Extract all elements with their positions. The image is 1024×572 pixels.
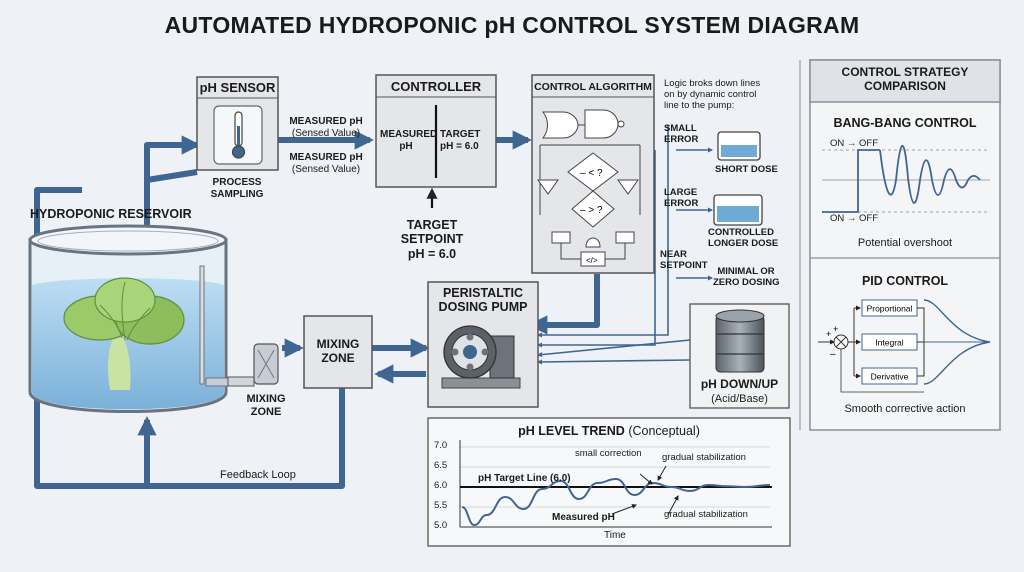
decision-less-label: – < ?	[580, 168, 603, 179]
pipe-network	[34, 130, 600, 489]
target-line-label: pH Target Line (6.0)	[478, 473, 571, 484]
controller-title: CONTROLLER	[390, 79, 482, 94]
pump-icon	[441, 325, 521, 389]
measured-ph-label: Measured pH	[552, 512, 615, 523]
on-off-top: ON → OFF	[830, 138, 879, 149]
logic-flowchart	[537, 109, 641, 267]
pid-integral-label: Integral	[875, 338, 903, 348]
pid-derivative-label: Derivative	[871, 372, 909, 382]
control-lines	[536, 125, 714, 365]
bang-bang-caption: Potential overshoot	[857, 237, 953, 249]
pid-block-diagram	[818, 299, 991, 393]
pid-caption: Smooth corrective action	[844, 403, 966, 415]
pid-title: PID CONTROL	[861, 274, 949, 288]
annotation-small-correction: small correction	[575, 448, 642, 459]
trend-title: pH LEVEL TREND (Conceptual)	[518, 424, 700, 438]
pipe-feedback-loop	[34, 187, 345, 489]
annotation-gradual-top: gradual stabilization	[662, 452, 746, 463]
lettuce-plant-icon	[63, 277, 185, 390]
y-tick-6-0: 6.0	[434, 480, 448, 491]
trend-chart	[459, 440, 772, 528]
short-dose-icon	[717, 131, 761, 161]
hydroponic-reservoir	[28, 224, 229, 413]
y-tick-6-5: 6.5	[434, 460, 448, 471]
bang-bang-plot	[822, 145, 990, 213]
mixing-zone-fitting	[227, 343, 279, 387]
y-tick-5-5: 5.5	[434, 500, 448, 511]
strategy-header	[809, 59, 1001, 103]
algorithm-title: CONTROL ALGORITHM	[534, 81, 652, 93]
measured-ph-line	[461, 477, 771, 527]
on-off-bottom: ON → OFF	[830, 213, 879, 224]
pipe-algorithm-to-pump	[528, 274, 600, 335]
tank-label: pH DOWN/UP(Acid/Base)	[700, 377, 779, 405]
y-tick-7-0: 7.0	[434, 440, 448, 451]
page-title: AUTOMATED HYDROPONIC pH CONTROL SYSTEM D…	[164, 12, 860, 38]
mixing-zone-box	[303, 315, 373, 389]
controlled-dose-icon	[713, 194, 763, 226]
trend-x-label: Time	[604, 530, 626, 541]
pid-proportional-label: Proportional	[867, 304, 913, 314]
annotation-gradual-bottom: gradual stabilization	[664, 509, 748, 520]
sensor-title: pH SENSOR	[199, 80, 276, 95]
y-tick-5-0: 5.0	[434, 520, 448, 531]
decision-greater-label: – > ?	[580, 205, 603, 216]
pid-minus-sign: –	[830, 349, 836, 360]
thermometer-icon	[213, 105, 263, 165]
bang-bang-title: BANG-BANG CONTROL	[833, 116, 977, 130]
feedback-loop-label: Feedback Loop	[220, 469, 296, 481]
pid-plus-sign-2: +	[833, 324, 838, 334]
pid-plus-sign: +	[826, 329, 831, 339]
short-dose-label: SHORT DOSE	[715, 164, 778, 175]
barrel-icon	[715, 309, 765, 373]
reservoir-label: HYDROPONIC RESERVOIR	[30, 207, 192, 221]
trend-panel	[427, 417, 791, 547]
code-block-label: </>	[586, 256, 598, 265]
